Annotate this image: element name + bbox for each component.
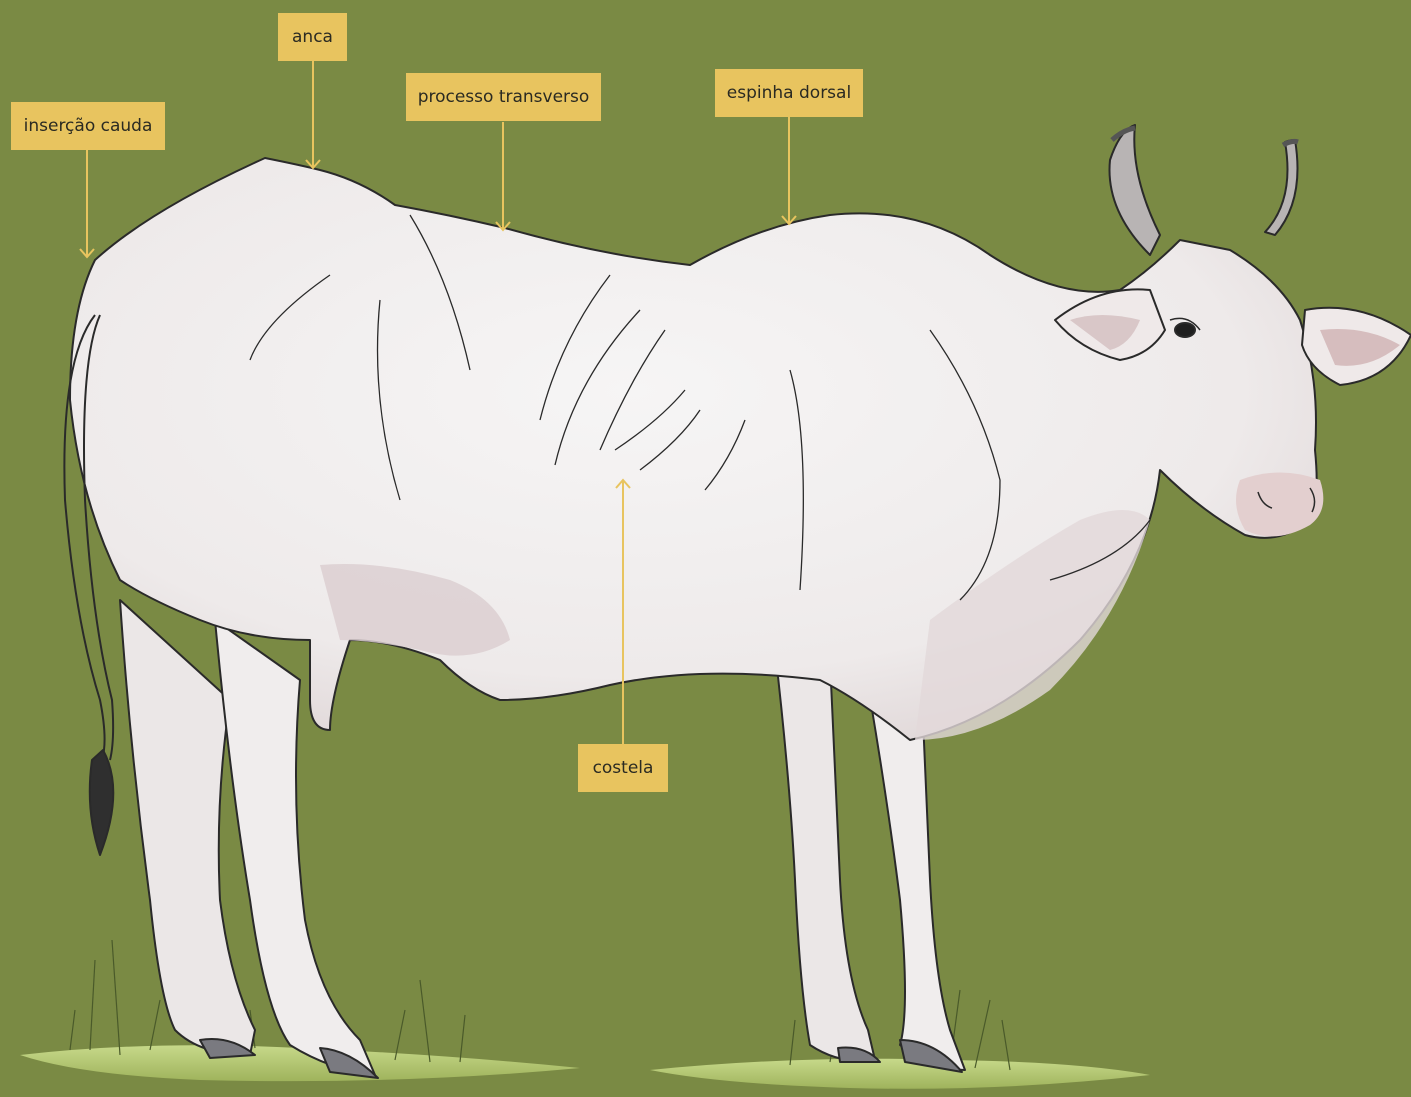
- cow-illustration: [64, 125, 1411, 1078]
- label-insercao-cauda: inserção cauda: [11, 102, 165, 150]
- label-costela: costela: [578, 744, 668, 792]
- label-processo-transverso: processo transverso: [406, 73, 601, 121]
- label-anca: anca: [278, 13, 347, 61]
- label-espinha-dorsal: espinha dorsal: [715, 69, 863, 117]
